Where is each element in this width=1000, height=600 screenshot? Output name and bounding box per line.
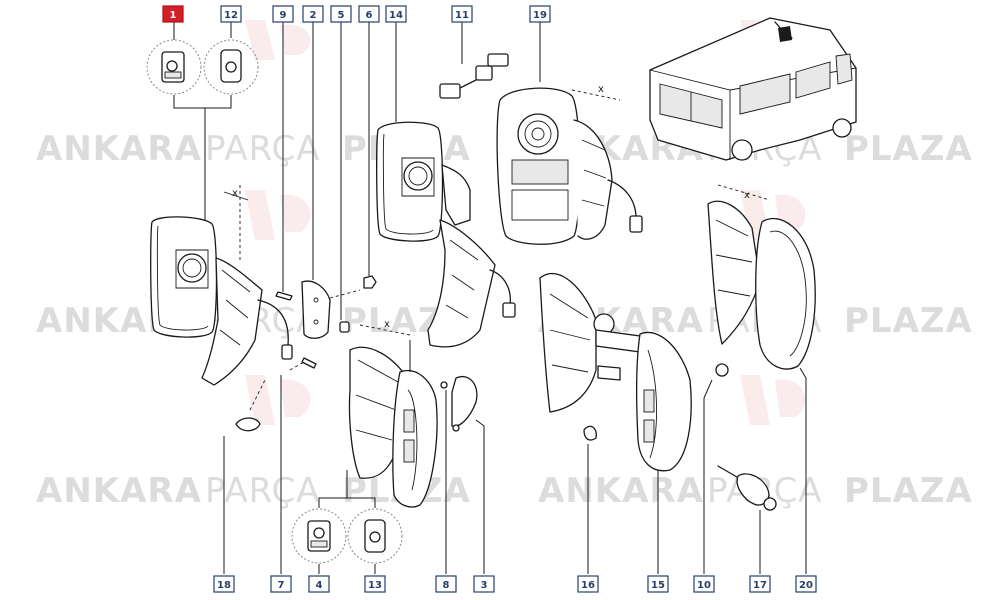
left-mirror-assembly: x <box>150 185 293 386</box>
mirror-housing-center: x <box>348 319 438 508</box>
nut-6 <box>363 22 377 289</box>
axis-mark: x <box>232 188 238 199</box>
callout-number: 3 <box>481 580 488 591</box>
callout-number: 19 <box>533 10 547 21</box>
callout-number: 6 <box>366 10 373 21</box>
callout-number: 8 <box>443 580 450 591</box>
callout-number: 11 <box>455 10 469 21</box>
switch-detail-1 <box>146 39 202 95</box>
watermark-text: PARÇA <box>205 129 321 169</box>
callout-number: 17 <box>753 580 767 591</box>
axis-mark: x <box>384 319 390 330</box>
screw-9 <box>275 22 293 301</box>
mirror-arm-10: x <box>703 184 771 574</box>
clip-18 <box>223 379 266 574</box>
bracket-2 <box>301 22 331 339</box>
switch-detail-4 <box>291 508 347 564</box>
callout-3[interactable]: 3 <box>473 575 495 593</box>
mirror-14 <box>376 22 516 348</box>
callout-number: 14 <box>389 10 403 21</box>
callout-15[interactable]: 15 <box>647 575 669 593</box>
callout-number: 20 <box>799 580 813 591</box>
watermark-text: ANKARA <box>36 471 202 511</box>
watermark-logo-6 <box>740 375 806 425</box>
callout-number: 16 <box>581 580 595 591</box>
watermark-text: PARÇA <box>205 471 321 511</box>
callout-16[interactable]: 16 <box>577 575 599 593</box>
callout-8[interactable]: 8 <box>435 575 457 593</box>
callout-17[interactable]: 17 <box>749 575 771 593</box>
screw-7 <box>280 357 317 574</box>
leader-line <box>173 95 232 109</box>
callout-number: 18 <box>217 580 231 591</box>
watermark-logo-5 <box>245 375 311 425</box>
callout-14[interactable]: 14 <box>385 5 407 23</box>
watermark-text: ANKARA <box>538 471 704 511</box>
cap-3 <box>451 376 485 574</box>
axis-mark: x <box>598 84 604 95</box>
callout-6[interactable]: 6 <box>358 5 380 23</box>
watermark-logo-1 <box>245 20 311 60</box>
callout-5[interactable]: 5 <box>330 5 352 23</box>
callout-number: 5 <box>338 10 345 21</box>
callout-13[interactable]: 13 <box>364 575 386 593</box>
callout-number: 9 <box>280 10 287 21</box>
mirror-20 <box>755 217 816 574</box>
watermark-text: PLAZA <box>844 301 973 341</box>
callout-2[interactable]: 2 <box>302 5 324 23</box>
callout-9[interactable]: 9 <box>272 5 294 23</box>
callout-11[interactable]: 11 <box>451 5 473 23</box>
mirror-15 <box>636 331 692 574</box>
callout-19[interactable]: 19 <box>529 5 551 23</box>
callout-number: 1 <box>170 10 177 21</box>
callout-7[interactable]: 7 <box>270 575 292 593</box>
callout-1[interactable]: 1 <box>162 5 184 23</box>
callout-20[interactable]: 20 <box>795 575 817 593</box>
connector-11 <box>439 22 509 99</box>
watermark-text: PLAZA <box>844 471 973 511</box>
callout-number: 15 <box>651 580 665 591</box>
mirror-arm-16 <box>539 272 641 574</box>
callout-12[interactable]: 12 <box>220 5 242 23</box>
screw-8 <box>440 381 448 574</box>
callout-18[interactable]: 18 <box>213 575 235 593</box>
switch-detail-13 <box>347 508 403 564</box>
callout-number: 12 <box>224 10 238 21</box>
watermark-text: PLAZA <box>844 129 973 169</box>
callout-number: 13 <box>368 580 382 591</box>
watermark-logo-3 <box>245 190 311 240</box>
callout-4[interactable]: 4 <box>308 575 330 593</box>
watermark-text: ANKARA <box>36 129 202 169</box>
clip-5 <box>329 22 361 333</box>
key-17 <box>717 465 777 574</box>
axis-mark: x <box>744 190 750 201</box>
callout-number: 7 <box>278 580 285 591</box>
motor-19: x <box>496 22 643 245</box>
callout-number: 10 <box>697 580 711 591</box>
callout-number: 2 <box>310 10 317 21</box>
van-illustration <box>649 17 857 161</box>
callout-10[interactable]: 10 <box>693 575 715 593</box>
switch-detail-12 <box>203 39 259 95</box>
callout-number: 4 <box>316 580 323 591</box>
